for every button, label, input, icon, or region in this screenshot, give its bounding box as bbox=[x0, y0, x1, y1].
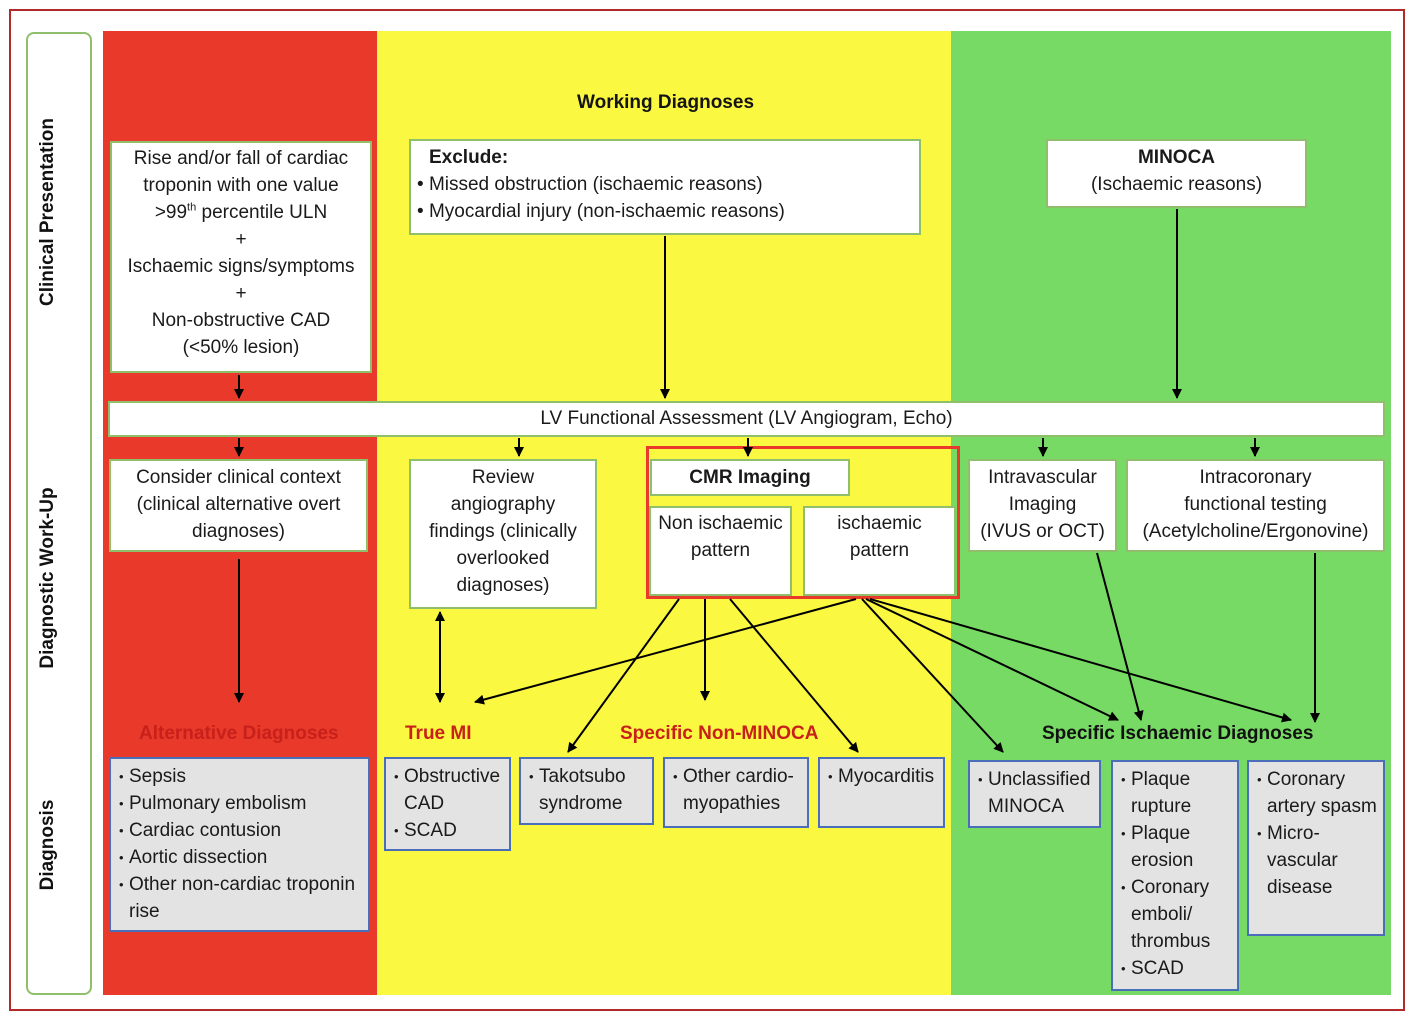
box-line: Imaging bbox=[1008, 494, 1077, 515]
arrow-intravascular-to-plaque bbox=[1096, 552, 1144, 721]
minoca-subtitle: (Ischaemic reasons) bbox=[1090, 174, 1263, 195]
criteria-line: troponin with one value bbox=[143, 175, 339, 196]
true-mi-label: True MI bbox=[405, 723, 472, 744]
criteria-line: >99th percentile ULN bbox=[154, 201, 328, 223]
arrow-nonisch-to-myocarditis bbox=[729, 598, 859, 753]
clinical-context-box: Consider clinical context (clinical alte… bbox=[109, 459, 368, 552]
exclude-item: • Missed obstruction (ischaemic reasons) bbox=[417, 174, 763, 195]
myocarditis-box: Myocarditis bbox=[818, 757, 945, 828]
cmr-imaging-group bbox=[646, 446, 960, 599]
alternative-diagnoses-box: Sepsis Pulmonary embolism Cardiac contus… bbox=[109, 757, 370, 932]
diagnosis-item: Coronary emboli/ thrombus bbox=[1121, 874, 1233, 955]
box-line: (clinical alternative overt bbox=[136, 494, 341, 515]
box-line: Review bbox=[471, 467, 535, 488]
diagnosis-item: Myocarditis bbox=[828, 763, 939, 790]
box-line: functional testing bbox=[1184, 494, 1327, 515]
arrow-isch-to-truemi bbox=[474, 598, 857, 705]
criteria-line: Non-obstructive CAD bbox=[151, 310, 331, 331]
arrow-isch-to-coronary bbox=[869, 598, 1292, 723]
alternative-diagnoses-label: Alternative Diagnoses bbox=[139, 723, 339, 744]
diagnosis-item: Plaque erosion bbox=[1121, 820, 1233, 874]
minoca-title: MINOCA bbox=[1137, 147, 1216, 168]
plaque-diagnoses-box: Plaque rupture Plaque erosion Coronary e… bbox=[1111, 760, 1239, 991]
minoca-box: MINOCA (Ischaemic reasons) bbox=[1046, 139, 1307, 208]
unclassified-minoca-box: Unclassified MINOCA bbox=[968, 760, 1101, 828]
diagnosis-item: Other non-cardiac troponin rise bbox=[119, 871, 364, 925]
box-line: Intravascular bbox=[988, 467, 1097, 488]
diagnosis-item: Obstructive CAD bbox=[394, 763, 505, 817]
diagnosis-item: Unclassified MINOCA bbox=[978, 766, 1095, 820]
review-angiography-box: Review angiography findings (clinically … bbox=[409, 459, 597, 609]
criteria-line: Rise and/or fall of cardiac bbox=[133, 148, 349, 169]
arrow-nonisch-to-takotsubo bbox=[567, 598, 680, 753]
box-line: Intracoronary bbox=[1199, 467, 1312, 488]
diagnosis-item: Takotsubo syndrome bbox=[529, 763, 648, 817]
box-line: diagnoses) bbox=[456, 575, 550, 596]
cmr-imaging-box: CMR Imaging bbox=[650, 459, 850, 496]
true-mi-box: Obstructive CAD SCAD bbox=[384, 757, 511, 851]
intracoronary-testing-box: Intracoronary functional testing (Acetyl… bbox=[1126, 459, 1385, 552]
diagnosis-item: SCAD bbox=[1121, 955, 1233, 982]
box-line: diagnoses) bbox=[192, 521, 285, 542]
diagnosis-item: Sepsis bbox=[119, 763, 364, 790]
diagnosis-item: Micro-vascular disease bbox=[1257, 820, 1379, 901]
criteria-line: Ischaemic signs/symptoms bbox=[127, 256, 355, 277]
specific-ischaemic-label: Specific Ischaemic Diagnoses bbox=[1042, 723, 1314, 744]
diagnosis-item: SCAD bbox=[394, 817, 505, 844]
diagnosis-item: Plaque rupture bbox=[1121, 766, 1233, 820]
diagnosis-item: Aortic dissection bbox=[119, 844, 364, 871]
box-line: pattern bbox=[849, 540, 910, 561]
box-line: angiography bbox=[450, 494, 556, 515]
diagnosis-item: Coronary artery spasm bbox=[1257, 766, 1379, 820]
working-diagnoses-heading: Working Diagnoses bbox=[577, 92, 755, 113]
specific-non-minoca-label: Specific Non-MINOCA bbox=[620, 723, 819, 744]
exclude-item: • Myocardial injury (non-ischaemic reaso… bbox=[417, 201, 785, 222]
exclude-box: Exclude: • Missed obstruction (ischaemic… bbox=[409, 139, 921, 235]
box-line: (Acetylcholine/Ergonovine) bbox=[1142, 521, 1369, 542]
diagnosis-item: Pulmonary embolism bbox=[119, 790, 364, 817]
coronary-diagnoses-box: Coronary artery spasm Micro-vascular dis… bbox=[1247, 760, 1385, 936]
outer-frame bbox=[9, 9, 1405, 1011]
criteria-line: (<50% lesion) bbox=[182, 337, 300, 358]
box-line: Non ischaemic bbox=[658, 513, 783, 534]
intravascular-imaging-box: Intravascular Imaging (IVUS or OCT) bbox=[968, 459, 1117, 552]
arrow-isch-to-plaque bbox=[865, 598, 1119, 721]
plus-sign: + bbox=[235, 283, 247, 304]
arrow-isch-to-unclassified bbox=[861, 598, 1004, 753]
plus-sign: + bbox=[235, 229, 247, 250]
lv-assessment-label: LV Functional Assessment (LV Angiogram, … bbox=[540, 408, 953, 429]
diagnosis-item: Other cardio-myopathies bbox=[673, 763, 803, 817]
lv-assessment-bar: LV Functional Assessment (LV Angiogram, … bbox=[108, 401, 1385, 437]
box-line: (IVUS or OCT) bbox=[980, 521, 1105, 542]
diagnosis-item: Cardiac contusion bbox=[119, 817, 364, 844]
ischaemic-pattern-box: ischaemic pattern bbox=[803, 506, 956, 596]
exclude-title: Exclude: bbox=[429, 147, 509, 168]
box-line: findings (clinically bbox=[429, 521, 577, 542]
non-ischaemic-pattern-box: Non ischaemic pattern bbox=[649, 506, 792, 596]
box-line: overlooked bbox=[456, 548, 550, 569]
box-line: Consider clinical context bbox=[136, 467, 341, 488]
presentation-criteria-box: Rise and/or fall of cardiac troponin wit… bbox=[110, 141, 372, 373]
box-line: pattern bbox=[690, 540, 751, 561]
stage-sidebar bbox=[26, 32, 92, 995]
box-line: ischaemic bbox=[837, 513, 922, 534]
cmr-imaging-title: CMR Imaging bbox=[689, 467, 811, 488]
other-cardiomyopathies-box: Other cardio-myopathies bbox=[663, 757, 809, 828]
takotsubo-box: Takotsubo syndrome bbox=[519, 757, 654, 825]
